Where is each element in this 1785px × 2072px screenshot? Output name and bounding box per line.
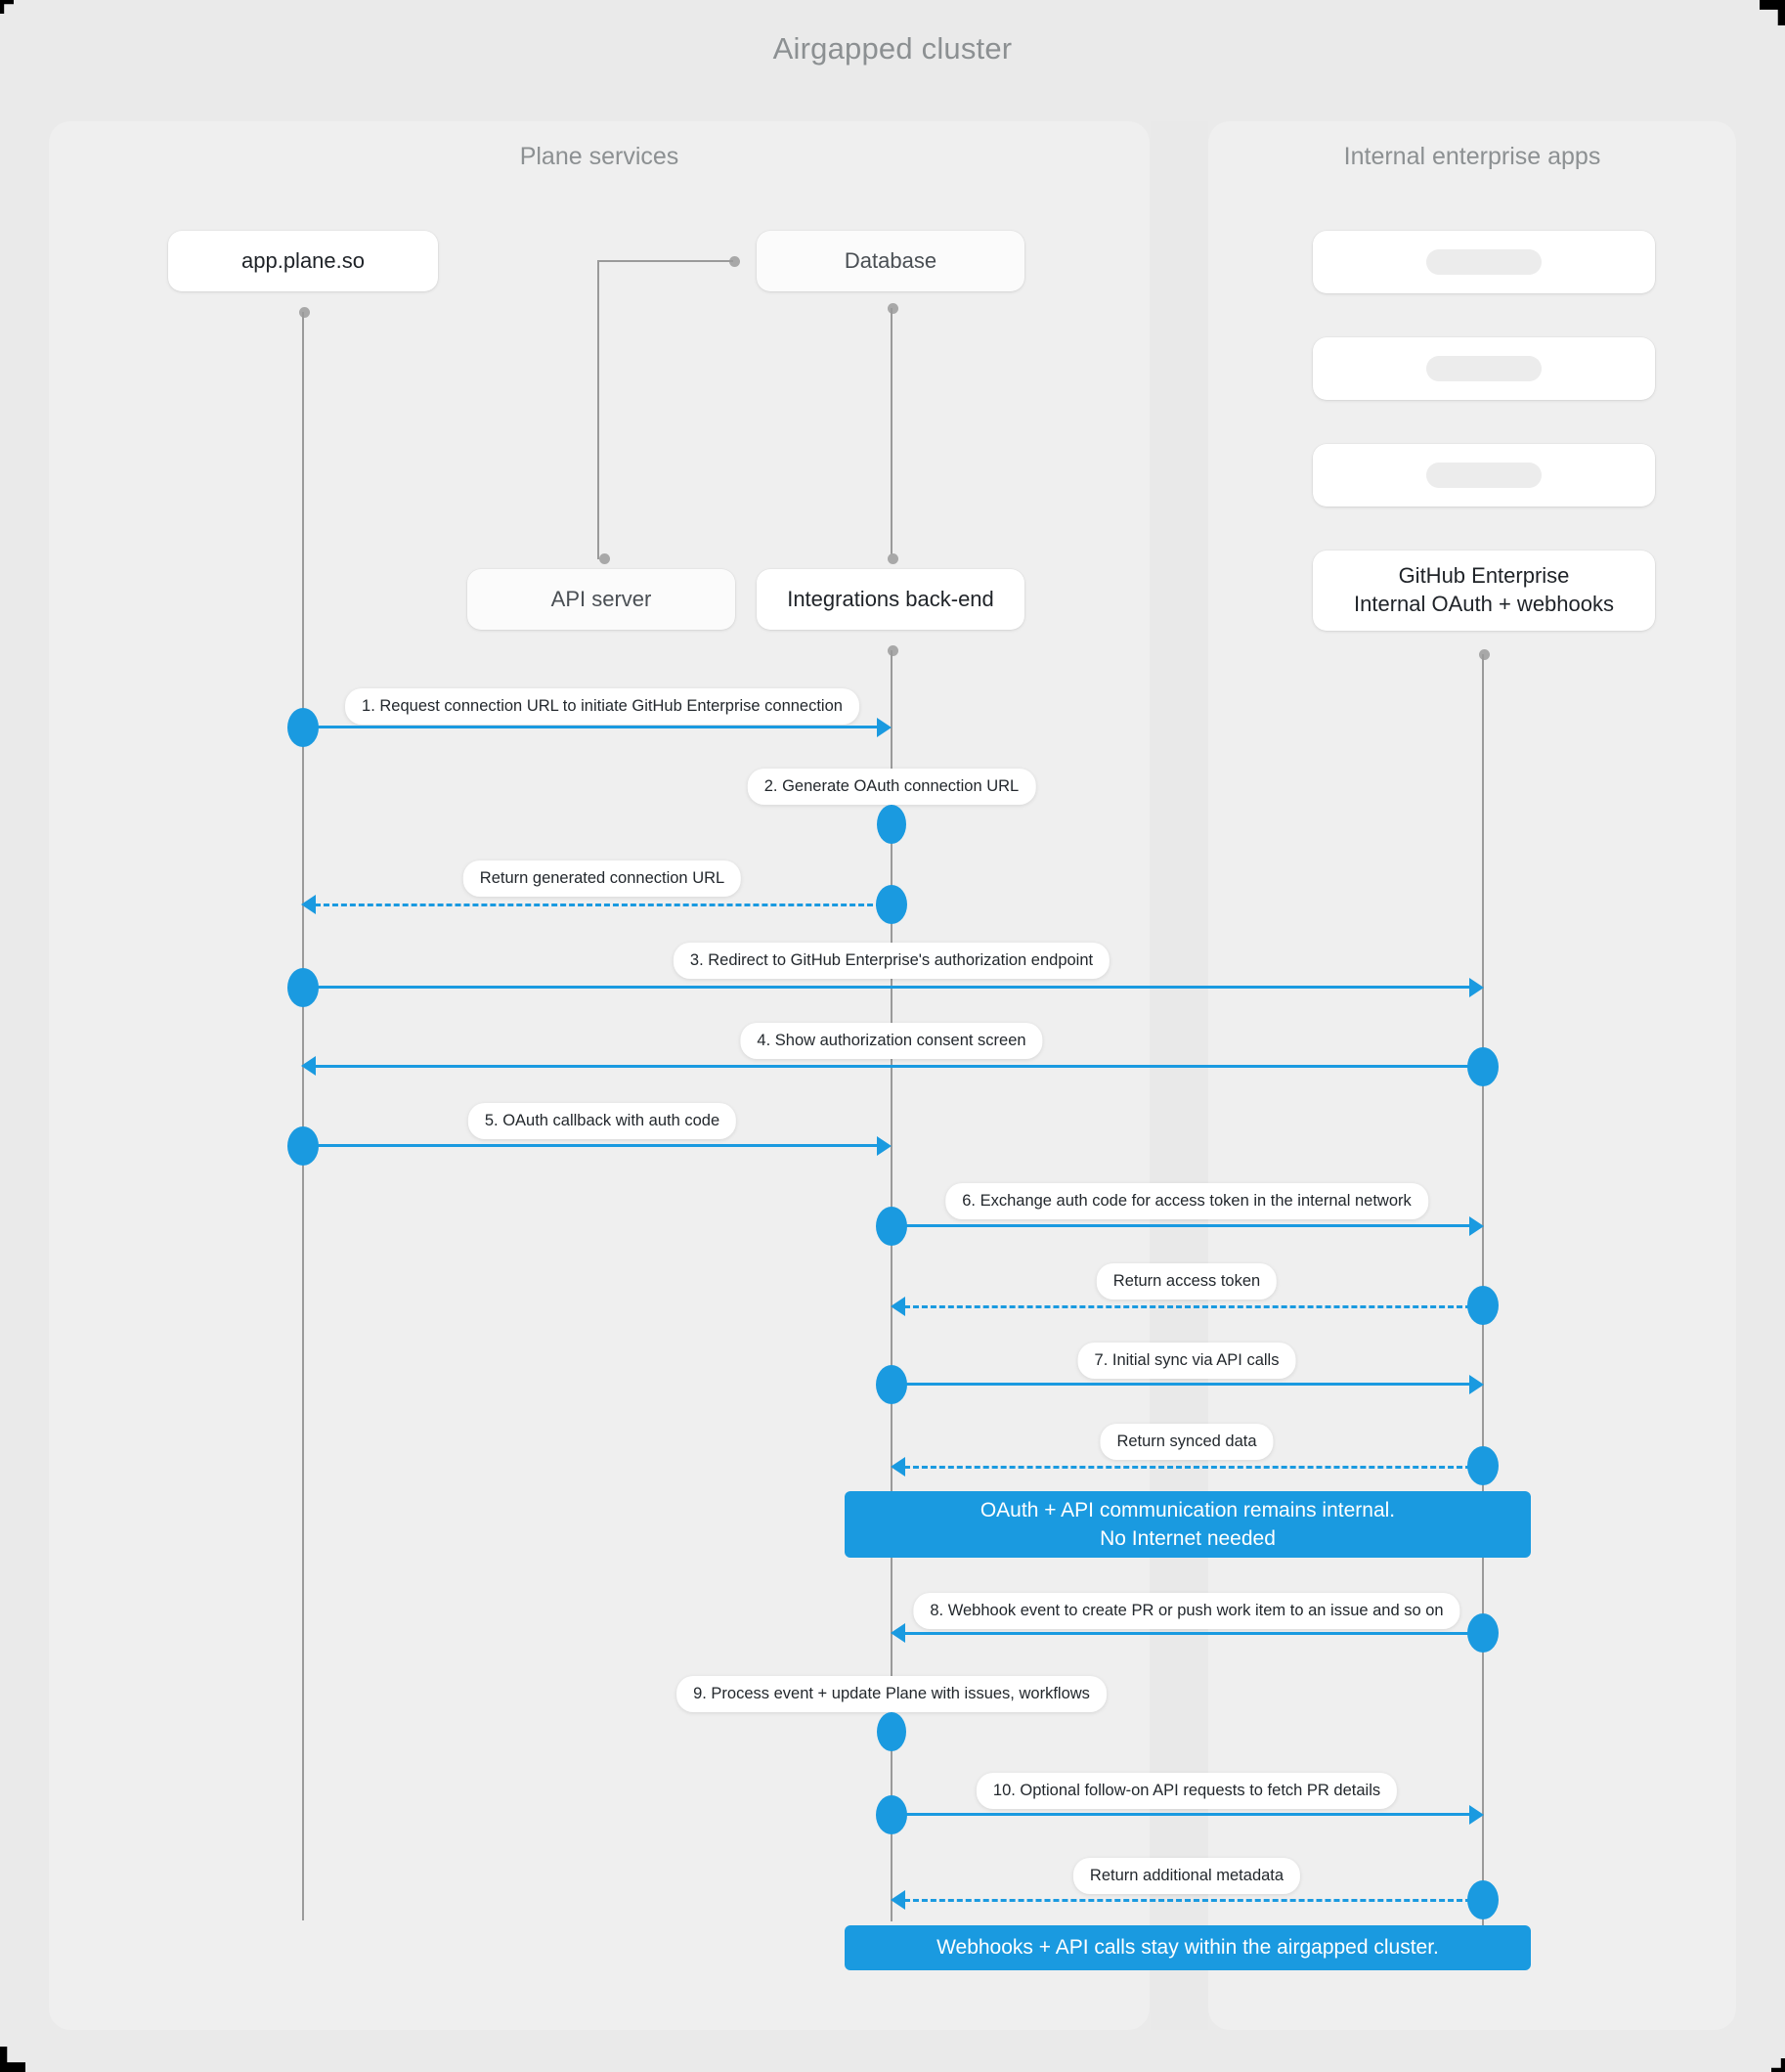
message-bubble-5: 4. Show authorization consent screen <box>740 1023 1043 1059</box>
actor-placeholder-1[interactable] <box>1313 231 1655 293</box>
panel-plane-services <box>49 121 1150 2030</box>
message-bubble-13: 10. Optional follow-on API requests to f… <box>976 1773 1398 1809</box>
activation-dot-10 <box>1467 1446 1499 1485</box>
message-line-5 <box>315 1065 1483 1068</box>
activation-dot-2 <box>877 805 906 844</box>
note-line-1: OAuth + API communication remains intern… <box>980 1498 1396 1521</box>
actor-placeholder-3[interactable] <box>1313 444 1655 507</box>
diagram-title: Airgapped cluster <box>772 31 1013 66</box>
message-line-3 <box>315 904 882 906</box>
crop-mark-bottom-right <box>1771 2058 1785 2072</box>
actor-label: API server <box>550 586 652 611</box>
lifeline-integrations-backend <box>891 650 892 1921</box>
lifeline-app-plane-so <box>302 312 304 1920</box>
note-airgapped-cluster: Webhooks + API calls stay within the air… <box>845 1925 1531 1970</box>
activation-dot-12 <box>877 1712 906 1751</box>
message-line-10 <box>904 1466 1471 1469</box>
crop-mark-bottom-left <box>0 2047 25 2072</box>
message-bubble-11: 8. Webhook event to create PR or push wo… <box>913 1593 1460 1629</box>
message-arrow-13 <box>1469 1805 1484 1825</box>
lifeline-dot-app <box>298 307 310 318</box>
message-line-4 <box>303 986 1472 989</box>
activation-dot-8 <box>1467 1286 1499 1325</box>
message-arrow-1 <box>877 718 892 737</box>
message-arrow-10 <box>891 1457 905 1477</box>
actor-label-line-2: Internal OAuth + webhooks <box>1354 592 1614 616</box>
panel-gap-band <box>1151 121 1208 2030</box>
lifeline-dot-api-server <box>598 553 610 564</box>
lifeline-dot-github-enterprise <box>1478 649 1490 660</box>
placeholder-bar <box>1426 249 1542 275</box>
message-line-7 <box>892 1224 1472 1227</box>
message-bubble-9: 7. Initial sync via API calls <box>1077 1343 1296 1379</box>
note-line-1: Webhooks + API calls stay within the air… <box>936 1936 1439 1960</box>
message-line-11 <box>904 1632 1483 1635</box>
actor-label: Integrations back-end <box>787 586 994 611</box>
lifeline-dot-integrations <box>887 645 898 656</box>
actor-integrations-backend[interactable]: Integrations back-end <box>757 569 1024 630</box>
message-arrow-4 <box>1469 978 1484 997</box>
message-line-14 <box>904 1899 1471 1902</box>
crop-mark-top-left <box>0 0 14 14</box>
actor-placeholder-2[interactable] <box>1313 337 1655 400</box>
database-to-api-connector-horizontal <box>598 260 733 262</box>
placeholder-bar <box>1426 463 1542 488</box>
message-bubble-3: Return generated connection URL <box>462 860 742 897</box>
message-bubble-2: 2. Generate OAuth connection URL <box>747 769 1036 805</box>
message-bubble-8: Return access token <box>1096 1263 1278 1300</box>
message-bubble-4: 3. Redirect to GitHub Enterprise's autho… <box>673 943 1110 979</box>
message-bubble-12: 9. Process event + update Plane with iss… <box>676 1676 1107 1712</box>
actor-database[interactable]: Database <box>757 231 1024 291</box>
message-line-6 <box>303 1144 880 1147</box>
message-bubble-14: Return additional metadata <box>1072 1858 1301 1894</box>
actor-api-server[interactable]: API server <box>467 569 735 630</box>
message-line-1 <box>303 726 880 728</box>
activation-dot-14 <box>1467 1880 1499 1919</box>
actor-label: Database <box>844 247 937 273</box>
message-arrow-7 <box>1469 1216 1484 1236</box>
message-arrow-9 <box>1469 1375 1484 1394</box>
message-line-9 <box>892 1383 1472 1386</box>
actor-label: app.plane.so <box>241 247 365 273</box>
message-bubble-6: 5. OAuth callback with auth code <box>467 1103 737 1139</box>
message-bubble-7: 6. Exchange auth code for access token i… <box>945 1183 1428 1219</box>
panel-title-enterprise-apps: Internal enterprise apps <box>1343 143 1601 170</box>
lifeline-dot-database <box>728 256 740 267</box>
actor-app-plane-so[interactable]: app.plane.so <box>168 231 438 291</box>
message-arrow-3 <box>301 895 316 914</box>
database-to-api-connector-vertical <box>597 260 599 559</box>
panel-title-plane-services: Plane services <box>519 143 679 170</box>
placeholder-bar <box>1426 356 1542 381</box>
message-arrow-14 <box>891 1890 905 1910</box>
lifeline-dot-integrations-top <box>887 553 898 564</box>
note-line-2: No Internet needed <box>1100 1527 1276 1550</box>
message-line-8 <box>904 1305 1471 1308</box>
message-arrow-11 <box>891 1623 905 1643</box>
note-oauth-internal: OAuth + API communication remains intern… <box>845 1491 1531 1558</box>
actor-label-line-1: GitHub Enterprise <box>1398 563 1570 589</box>
message-bubble-1: 1. Request connection URL to initiate Gi… <box>345 688 859 725</box>
message-arrow-8 <box>891 1297 905 1316</box>
message-bubble-10: Return synced data <box>1100 1424 1274 1460</box>
lifeline-dot-database-bottom <box>887 303 898 314</box>
actor-github-enterprise[interactable]: GitHub Enterprise Internal OAuth + webho… <box>1313 551 1655 631</box>
message-arrow-5 <box>301 1056 316 1076</box>
message-arrow-6 <box>877 1136 892 1156</box>
lifeline-database <box>891 308 892 557</box>
message-line-13 <box>892 1813 1472 1816</box>
crop-mark-top-right <box>1760 0 1785 25</box>
